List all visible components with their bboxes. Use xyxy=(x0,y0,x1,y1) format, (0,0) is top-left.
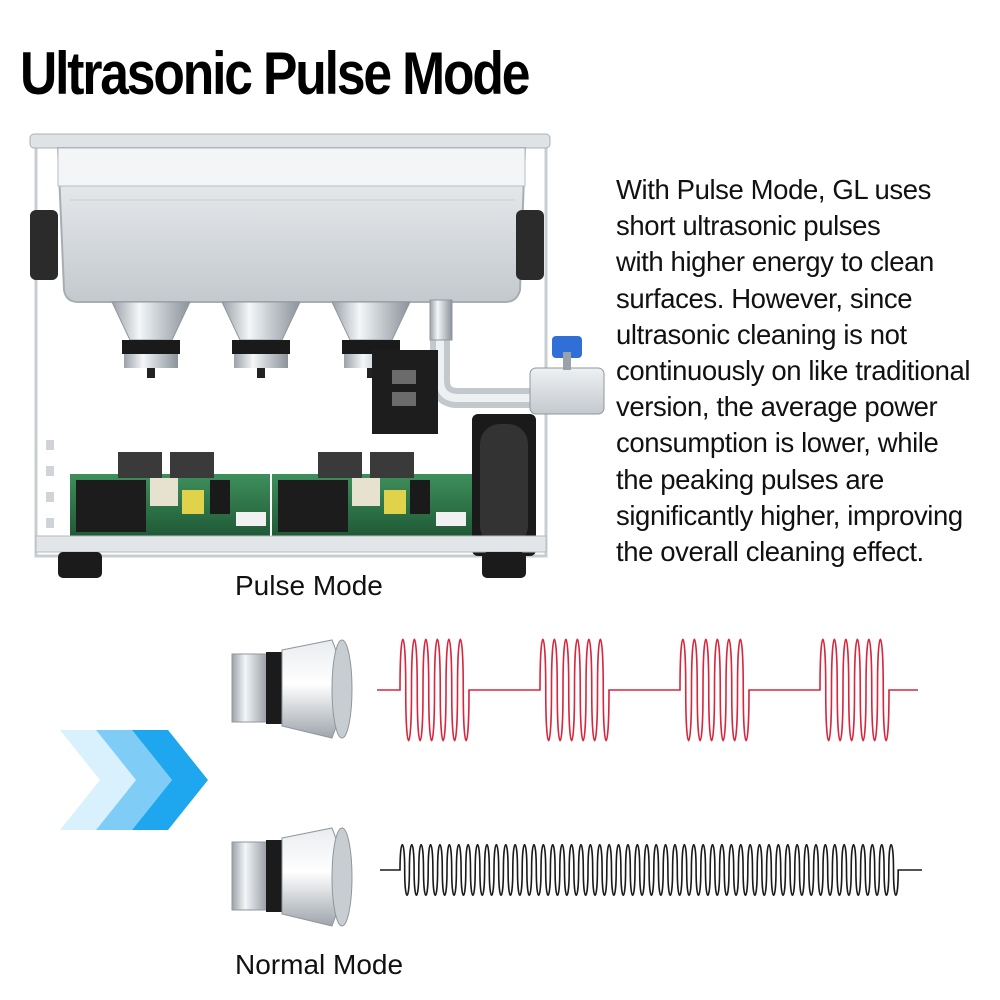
description-line: with higher energy to clean xyxy=(616,246,934,278)
pulse-waveform xyxy=(377,638,918,742)
chevron-arrows-icon xyxy=(60,730,208,830)
description-line: the overall cleaning effect. xyxy=(616,536,924,568)
page-title: Ultrasonic Pulse Mode xyxy=(20,40,530,107)
description-line: continuously on like traditional xyxy=(616,355,971,387)
description-line: version, the average power xyxy=(616,391,938,423)
transducer-icon xyxy=(231,827,353,927)
normal-waveform xyxy=(380,844,922,896)
description-line: surfaces. However, since xyxy=(616,282,913,314)
description-line: short ultrasonic pulses xyxy=(616,210,881,242)
description-line: the peaking pulses are xyxy=(616,463,884,495)
description-line: With Pulse Mode, GL uses xyxy=(616,174,931,205)
transducer-icon xyxy=(231,639,353,739)
normal-mode-label: Normal Mode xyxy=(235,949,404,980)
description-line: ultrasonic cleaning is not xyxy=(616,318,907,350)
ultrasonic-cleaner-image xyxy=(29,133,605,578)
description-line: consumption is lower, while xyxy=(616,427,939,459)
pulse-mode-label: Pulse Mode xyxy=(235,570,383,601)
description-line: significantly higher, improving xyxy=(616,499,963,531)
description: With Pulse Mode, GL uses short ultrasoni… xyxy=(616,172,996,570)
